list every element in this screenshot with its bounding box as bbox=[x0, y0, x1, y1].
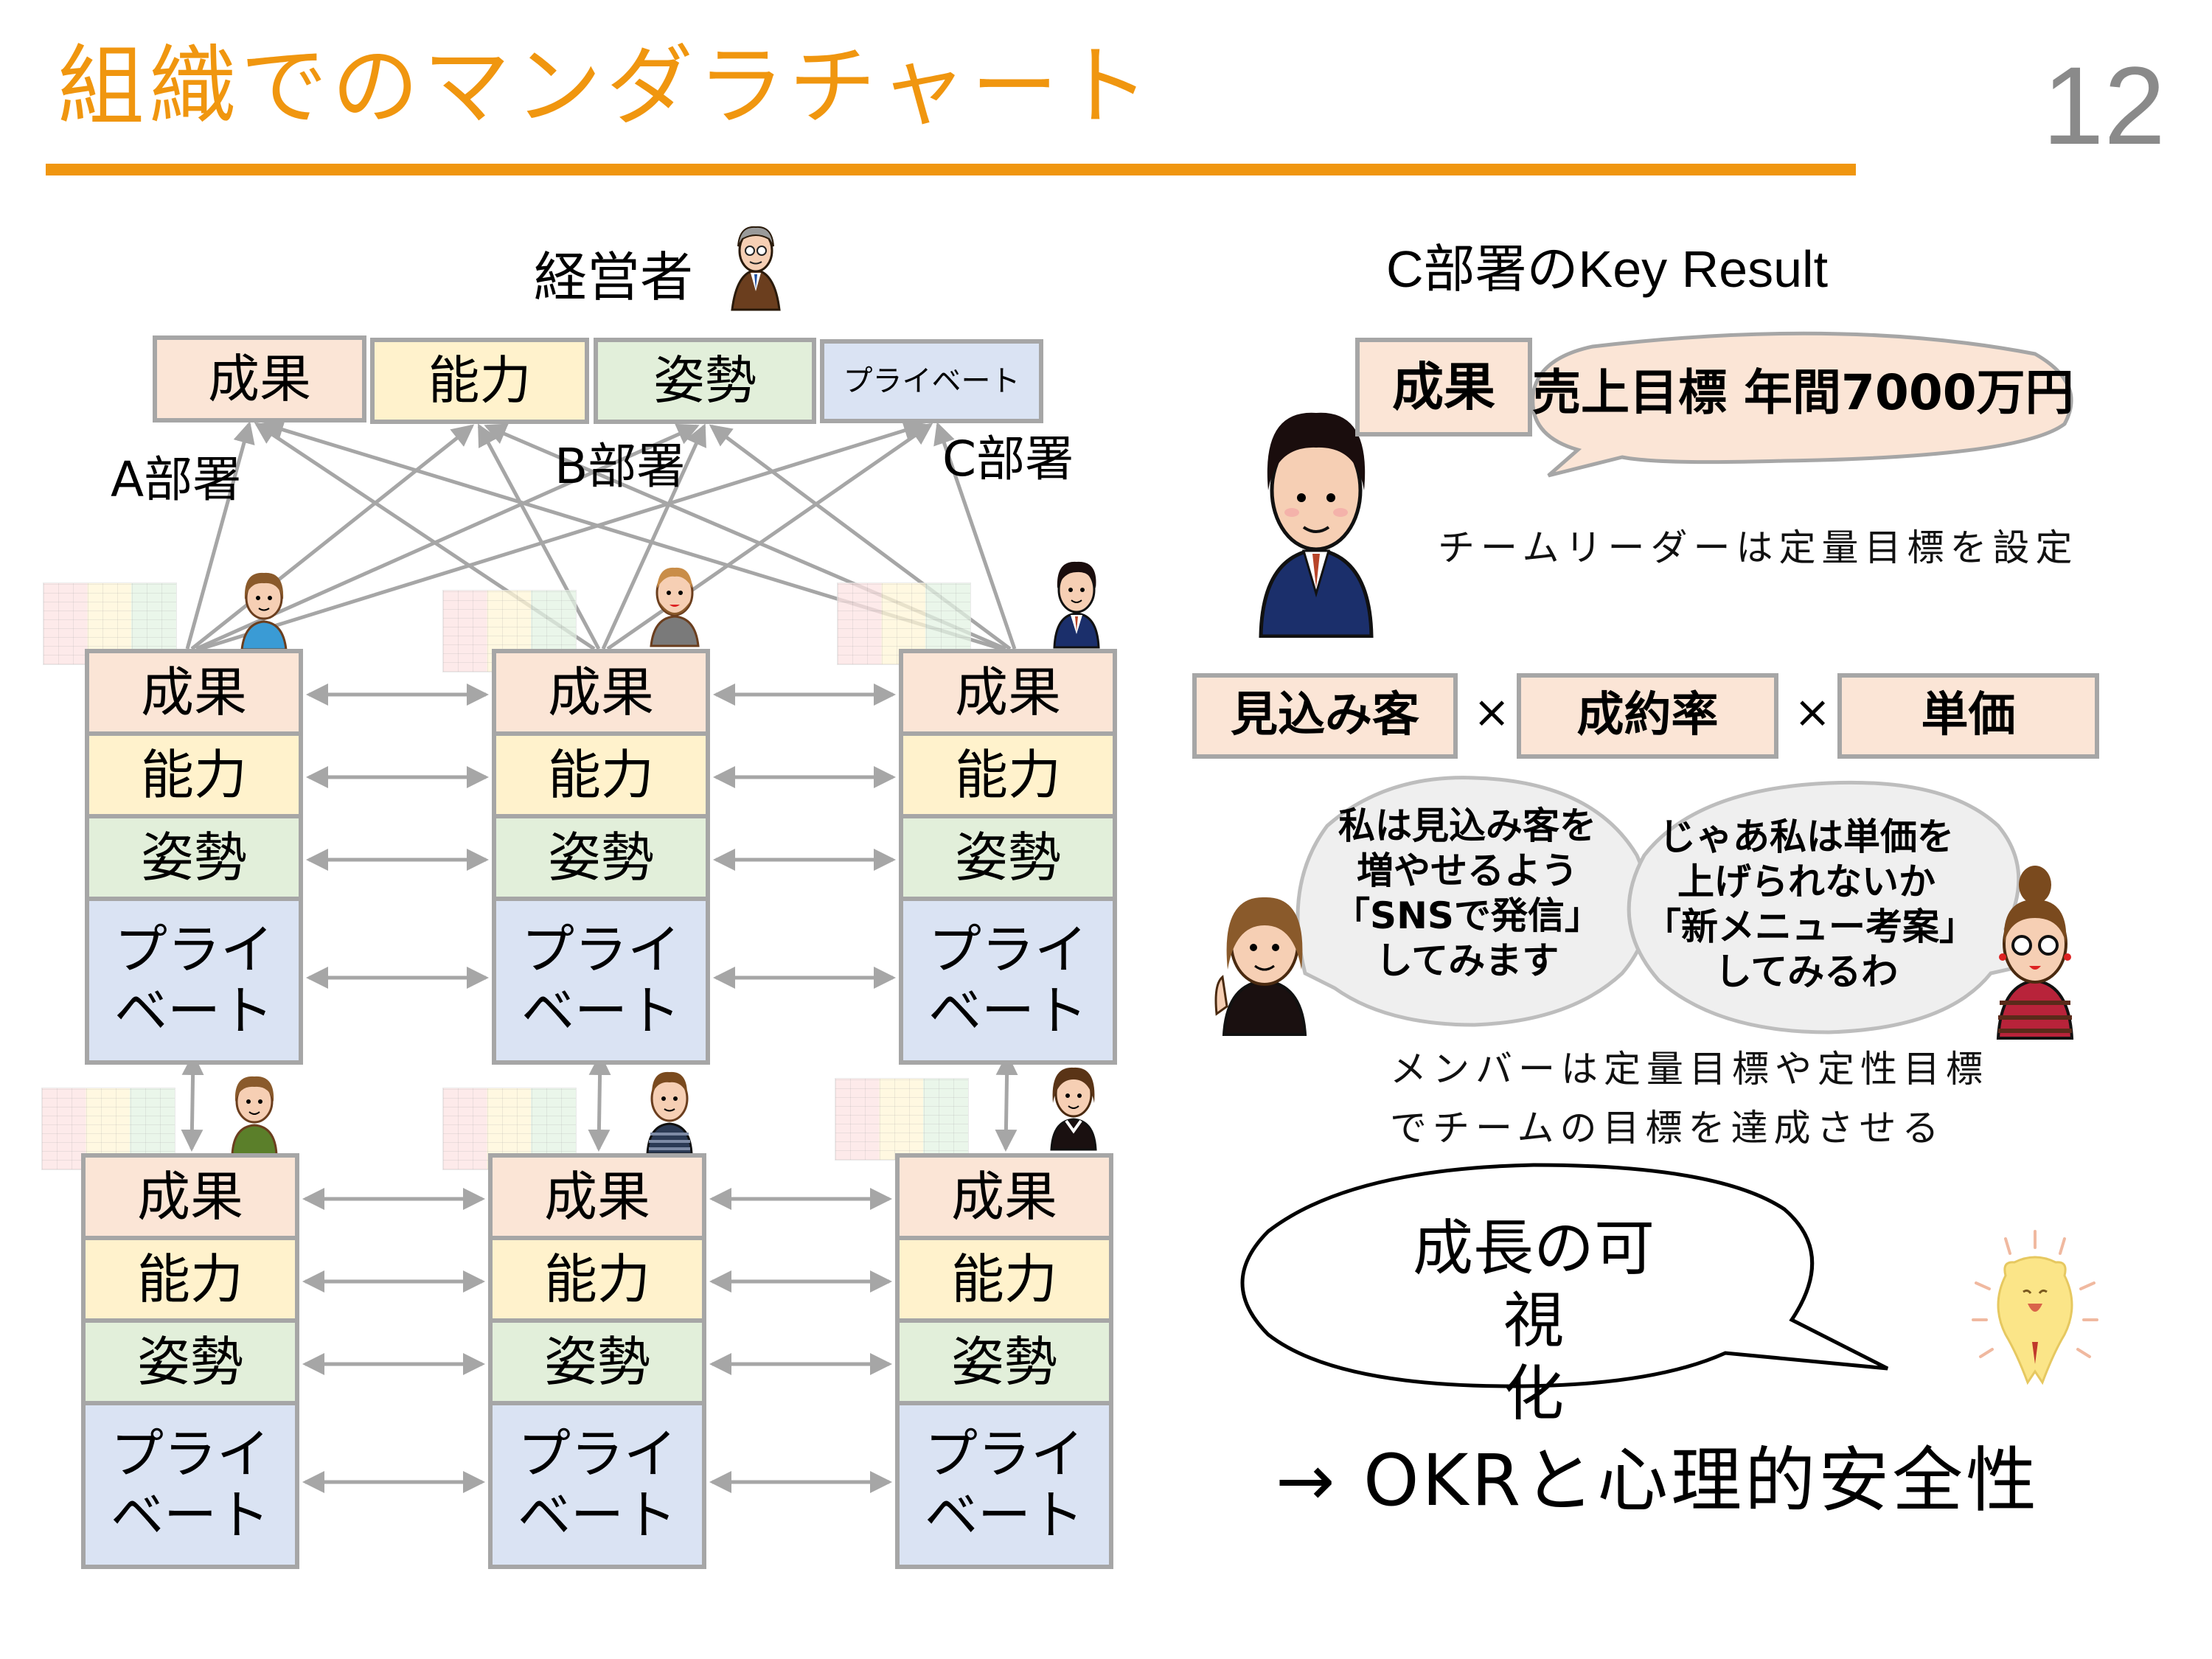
category-ability: 能力 bbox=[899, 731, 1117, 818]
dept-to-executive-arrow bbox=[195, 423, 700, 651]
happy-bear-mascot-icon bbox=[1961, 1224, 2109, 1394]
category-attitude: 姿勢 bbox=[492, 814, 710, 901]
category-ability: 能力 bbox=[895, 1236, 1113, 1323]
page-number: 12 bbox=[2042, 44, 2166, 167]
leader-member-arrow bbox=[995, 1053, 1018, 1152]
multiply-symbol: × bbox=[1794, 686, 1832, 738]
dept-a-label: A部署 bbox=[111, 451, 242, 508]
factor-prospects: 見込み客 bbox=[1192, 673, 1458, 759]
dept-c-member-mandala: 成果 能力 姿勢 プライベート bbox=[895, 1153, 1113, 1569]
dept-to-executive-arrow bbox=[190, 424, 475, 650]
dept-b-label: B部署 bbox=[554, 438, 686, 495]
executive-ability-box: 能力 bbox=[370, 338, 589, 424]
category-private: プライベート bbox=[85, 897, 303, 1065]
category-attitude: 姿勢 bbox=[85, 814, 303, 901]
member1-speech: 私は見込み客を 増やせるよう 「SNSで発信」 してみます bbox=[1333, 804, 1601, 982]
dept-c-mandala: 成果 能力 姿勢 プライベート bbox=[899, 649, 1117, 1065]
leader-member-arrow bbox=[181, 1053, 204, 1152]
kr-category-box: 成果 bbox=[1355, 338, 1532, 437]
slide-title: 組織でのマンダラチャート bbox=[58, 35, 1154, 137]
woman-pointing-icon bbox=[1209, 874, 1312, 1036]
category-result: 成果 bbox=[81, 1153, 299, 1240]
woman-blue-shirt-icon bbox=[234, 563, 293, 651]
category-private: プライベート bbox=[899, 897, 1117, 1065]
dept-a-mandala: 成果 能力 姿勢 プライベート bbox=[85, 649, 303, 1065]
category-attitude: 姿勢 bbox=[488, 1318, 706, 1405]
dept-to-executive-arrow bbox=[477, 423, 601, 650]
dept-b-mandala: 成果 能力 姿勢 プライベート bbox=[492, 649, 710, 1065]
category-private: プライベート bbox=[81, 1401, 299, 1569]
executive-person-icon bbox=[726, 221, 785, 311]
executive-private-box: プライベート bbox=[820, 339, 1043, 423]
category-private: プライベート bbox=[488, 1401, 706, 1569]
category-attitude: 姿勢 bbox=[895, 1318, 1113, 1405]
key-result-title: C部署のKey Result bbox=[1386, 240, 1829, 298]
dept-c-label: C部署 bbox=[942, 431, 1074, 487]
member2-speech: じゃあ私は単価を 上げられないか 「新メニュー考案」 してみるわ bbox=[1644, 815, 1976, 993]
bearded-man-icon bbox=[645, 559, 704, 647]
team-leader-icon bbox=[1246, 394, 1386, 639]
factor-unit-price: 単価 bbox=[1837, 673, 2099, 759]
mandala-chart-thumbnail-icon bbox=[835, 1078, 969, 1161]
dept-to-executive-arrow bbox=[185, 421, 255, 650]
businessman-icon bbox=[1047, 553, 1106, 649]
category-result: 成果 bbox=[895, 1153, 1113, 1240]
category-result: 成果 bbox=[488, 1153, 706, 1240]
woman-glasses-icon bbox=[1983, 863, 2087, 1040]
leader-member-arrow bbox=[588, 1053, 611, 1152]
category-ability: 能力 bbox=[488, 1236, 706, 1323]
member-note: メンバーは定量目標や定性目標 でチームの目標を達成させる bbox=[1390, 1048, 1989, 1150]
category-ability: 能力 bbox=[492, 731, 710, 818]
girl-green-vest-icon bbox=[225, 1068, 284, 1156]
factor-conversion-rate: 成約率 bbox=[1517, 673, 1778, 759]
woman-black-top-icon bbox=[1044, 1059, 1103, 1151]
dept-a-member-mandala: 成果 能力 姿勢 プライベート bbox=[81, 1153, 299, 1569]
title-underline bbox=[46, 164, 1856, 175]
category-result: 成果 bbox=[492, 649, 710, 736]
man-striped-shirt-icon bbox=[640, 1063, 699, 1155]
dept-to-executive-arrow bbox=[601, 423, 706, 650]
multiply-symbol: × bbox=[1473, 686, 1511, 738]
category-attitude: 姿勢 bbox=[81, 1318, 299, 1405]
executive-result-box: 成果 bbox=[153, 335, 366, 422]
dept-to-executive-arrow bbox=[606, 422, 933, 651]
dept-b-member-mandala: 成果 能力 姿勢 プライベート bbox=[488, 1153, 706, 1569]
growth-visualization-text: 成長の可視 化 bbox=[1412, 1214, 1655, 1429]
executive-label: 経営者 bbox=[534, 246, 694, 308]
executive-attitude-box: 姿勢 bbox=[594, 338, 816, 424]
leader-note: チームリーダーは定量目標を設定 bbox=[1438, 526, 2079, 569]
kr-goal-text: 売上目標 年間7000万円 bbox=[1532, 364, 2074, 421]
category-result: 成果 bbox=[899, 649, 1117, 736]
category-private: プライベート bbox=[492, 897, 710, 1065]
conclusion-text: → OKRと心理的安全性 bbox=[1276, 1439, 2040, 1522]
category-private: プライベート bbox=[895, 1401, 1113, 1569]
dept-to-executive-arrow bbox=[933, 422, 1017, 650]
dept-to-executive-arrow bbox=[200, 420, 926, 651]
